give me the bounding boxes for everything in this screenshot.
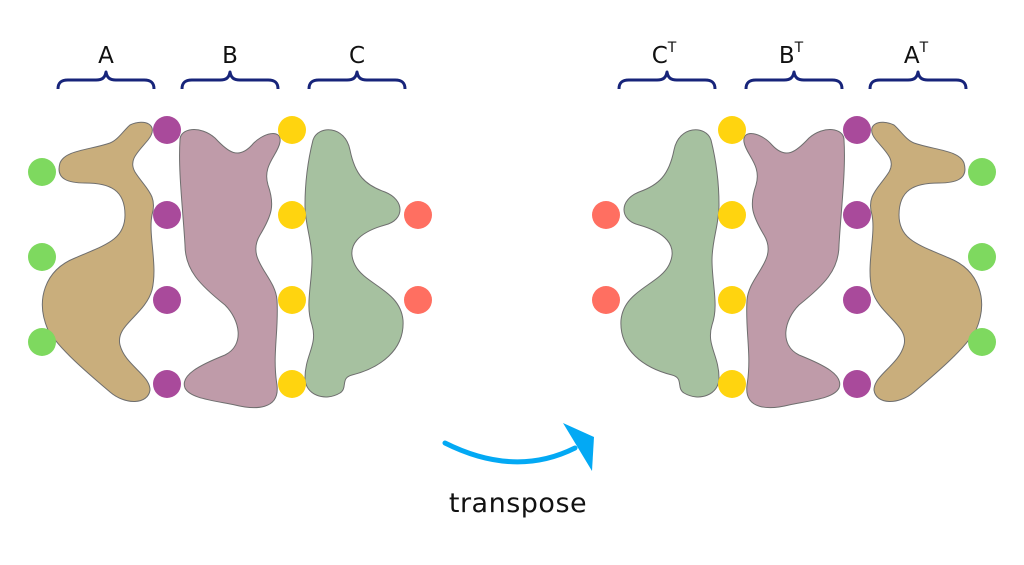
- green-dot-transpose: [968, 328, 996, 356]
- green-dot: [28, 158, 56, 186]
- label-c-transpose: CT: [652, 40, 677, 69]
- blob-c: [304, 129, 404, 398]
- purple-dot: [153, 370, 181, 398]
- yellow-dot: [278, 286, 306, 314]
- label-a: A: [98, 43, 114, 69]
- yellow-dot-transpose: [718, 370, 746, 398]
- red-dot-transpose: [592, 286, 620, 314]
- label-a-transpose: AT: [904, 40, 929, 69]
- green-dot-transpose: [968, 243, 996, 271]
- blob-b-transpose: [743, 129, 845, 409]
- brace-c-transpose: [617, 70, 717, 90]
- brace-b-transpose: [744, 70, 844, 90]
- transpose-caption: transpose: [449, 488, 587, 519]
- purple-dot-transpose: [843, 286, 871, 314]
- original-blocks: [28, 116, 432, 409]
- yellow-dot: [278, 116, 306, 144]
- yellow-dot-transpose: [718, 201, 746, 229]
- purple-dot-transpose: [843, 201, 871, 229]
- blob-b: [179, 129, 281, 409]
- braces: [56, 70, 968, 90]
- transposed-blocks: [592, 116, 996, 409]
- yellow-dot: [278, 201, 306, 229]
- label-b-transpose: BT: [779, 40, 804, 69]
- arrow-curve: [442, 440, 578, 465]
- yellow-dot-transpose: [718, 286, 746, 314]
- blob-a: [41, 121, 155, 402]
- yellow-dot: [278, 370, 306, 398]
- green-dot: [28, 328, 56, 356]
- yellow-dot-transpose: [718, 116, 746, 144]
- red-dot: [404, 286, 432, 314]
- blob-a-transpose: [869, 121, 983, 402]
- green-dot-transpose: [968, 158, 996, 186]
- brace-a: [56, 70, 156, 90]
- brace-b: [180, 70, 280, 90]
- brace-a-transpose: [868, 70, 968, 90]
- brace-c: [307, 70, 407, 90]
- blob-c-transpose: [620, 129, 720, 398]
- red-dot-transpose: [592, 201, 620, 229]
- red-dot: [404, 201, 432, 229]
- label-b: B: [222, 43, 238, 69]
- purple-dot: [153, 201, 181, 229]
- purple-dot-transpose: [843, 116, 871, 144]
- arrow-head-icon: [563, 423, 594, 471]
- purple-dot-transpose: [843, 370, 871, 398]
- label-c: C: [349, 43, 365, 69]
- purple-dot: [153, 116, 181, 144]
- purple-dot: [153, 286, 181, 314]
- green-dot: [28, 243, 56, 271]
